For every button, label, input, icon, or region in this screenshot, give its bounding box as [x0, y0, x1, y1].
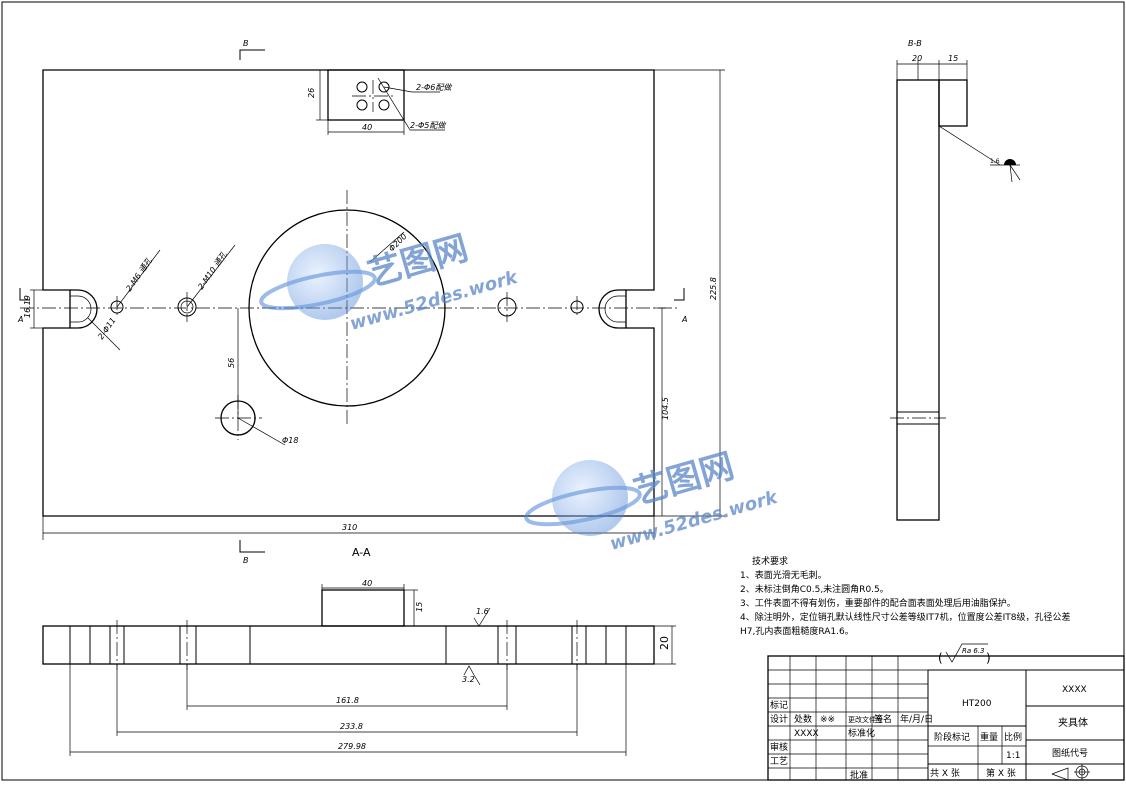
- tb-part-name: 夹具体: [1058, 716, 1088, 729]
- front-view: [42, 584, 676, 756]
- note-line-2: 2、未标注倒角C0.5,未注圆角R0.5。: [740, 583, 889, 595]
- tb-approve: 批准: [850, 769, 868, 781]
- tb-process: 工艺: [770, 756, 788, 767]
- dim-f20: 20: [658, 636, 671, 650]
- dim-26: 26: [307, 88, 316, 98]
- main-view-dimensions: [30, 69, 725, 540]
- note-line-5: H7,孔内表面粗糙度RA1.6。: [740, 625, 854, 637]
- tb-weight: 重量: [980, 731, 998, 743]
- tb-sign: 签名: [874, 713, 892, 725]
- note-line-4: 4、除注明外，定位销孔默认线性尺寸公差等级IT7机，位置度公差IT8级，孔径公差: [740, 611, 1070, 623]
- dim-2-phi5: 2-Φ5配做: [410, 121, 446, 130]
- tb-name-code: XXXX: [794, 729, 819, 739]
- tb-design: 设计: [770, 713, 788, 725]
- dim-104-5: 104.5: [661, 397, 670, 420]
- dim-2-phi6: 2-Φ6配做: [416, 83, 452, 92]
- side-view-bb: [890, 60, 1021, 521]
- dim-40-top: 40: [362, 123, 372, 132]
- dim-2-m10: 2-M10 通孔: [196, 249, 229, 291]
- weld-mark: 1.6: [990, 158, 1000, 165]
- watermark-2: [524, 460, 642, 536]
- dim-16-19: 16.19: [23, 295, 32, 318]
- dim-2-m6: 2-M6 通孔: [124, 256, 154, 294]
- watermark-1: [259, 244, 377, 320]
- dim-f40: 40: [362, 579, 372, 588]
- section-b-top: B: [243, 39, 249, 48]
- svg-text:(: (: [938, 651, 943, 665]
- section-a-right: A: [681, 315, 687, 324]
- dim-161-8: 161.8: [336, 696, 359, 705]
- tb-scale: 1:1: [1006, 751, 1020, 761]
- tb-std-mark: 标准化: [848, 727, 875, 739]
- tb-stage: 阶段标记: [934, 731, 970, 743]
- tb-change-file: 更改文件号: [848, 715, 883, 724]
- section-a-left: A: [17, 315, 23, 324]
- dim-bb-15: 15: [948, 54, 958, 63]
- tb-material: HT200: [962, 699, 992, 709]
- tb-count: 处数: [794, 713, 812, 725]
- dim-56: 56: [227, 358, 236, 368]
- tb-scale-label: 比例: [1004, 731, 1022, 743]
- dim-279-98: 279.98: [338, 742, 366, 751]
- roughness-1-6: 1.6: [476, 607, 489, 616]
- roughness-3-2: 3.2: [462, 675, 475, 684]
- tb-sheet-no: 第 X 张: [986, 767, 1016, 779]
- tb-date: 年/月/日: [900, 713, 933, 725]
- dim-phi18: Φ18: [282, 436, 298, 445]
- note-line-1: 1、表面光滑无毛刺。: [740, 569, 827, 581]
- dim-233-8: 233.8: [340, 722, 363, 731]
- dim-f15: 15: [415, 602, 424, 612]
- tb-marker: 标记: [770, 699, 788, 711]
- dim-bb-20: 20: [912, 54, 922, 63]
- svg-text:): ): [986, 651, 991, 665]
- dim-310: 310: [342, 523, 357, 532]
- note-line-3: 3、工件表面不得有划伤，重要部件的配合面表面处理后用油脂保护。: [740, 597, 1016, 609]
- roughness-ra: Ra 6.3: [962, 647, 985, 655]
- tb-design-mark: ※※: [820, 715, 835, 725]
- surface-finish-symbol: ( ): [938, 643, 991, 665]
- technical-notes: 技术要求 1、表面光滑无毛刺。 2、未标注倒角C0.5,未注圆角R0.5。 3、…: [740, 555, 1070, 637]
- tb-sheets-total: 共 X 张: [930, 768, 960, 779]
- tb-company: XXXX: [1062, 685, 1087, 695]
- view-label-aa: A-A: [352, 546, 371, 559]
- section-b-bottom: B: [243, 556, 249, 565]
- dim-225-8: 225.8: [709, 277, 718, 300]
- tb-review: 审核: [770, 741, 788, 753]
- view-label-bb: B-B: [908, 39, 922, 48]
- notes-title: 技术要求: [752, 555, 788, 567]
- tb-drawing-code: 图纸代号: [1052, 747, 1088, 759]
- title-block: [767, 655, 1125, 781]
